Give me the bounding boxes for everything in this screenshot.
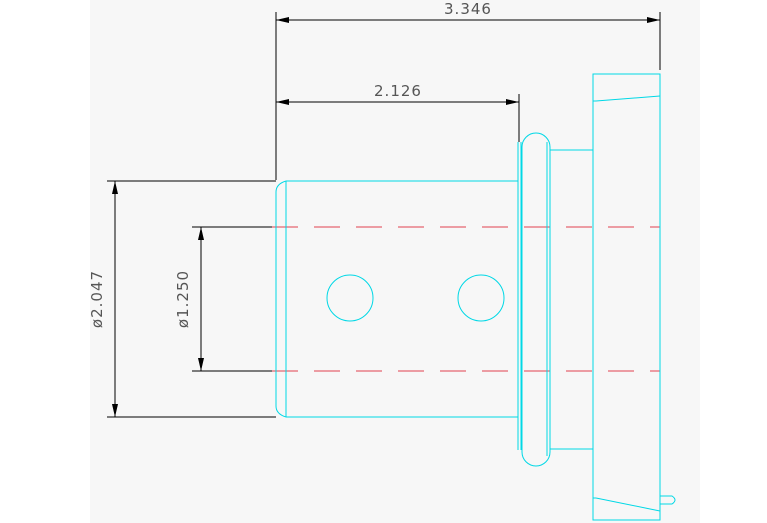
- dimension-body-length: [276, 94, 520, 142]
- dimension-outer-diameter-label: ø2.047: [88, 270, 106, 328]
- mounting-flange: [592, 73, 661, 521]
- dimension-bore-diameter: [192, 226, 272, 372]
- cross-hole-left: [326, 274, 374, 322]
- locating-pin: [660, 495, 676, 505]
- cylinder-body: [275, 180, 518, 418]
- dimension-overall-length-label: 3.346: [444, 0, 492, 18]
- dimension-overall-length: [275, 12, 661, 180]
- dimension-body-length-label: 2.126: [374, 82, 422, 100]
- dimension-outer-diameter: [107, 180, 276, 418]
- drawing-sheet: [90, 0, 700, 523]
- neck-section: [550, 149, 593, 450]
- collar-plate: [517, 142, 522, 450]
- o-ring: [521, 132, 551, 467]
- cross-hole-right: [457, 274, 505, 322]
- dimension-bore-diameter-label: ø1.250: [174, 270, 192, 328]
